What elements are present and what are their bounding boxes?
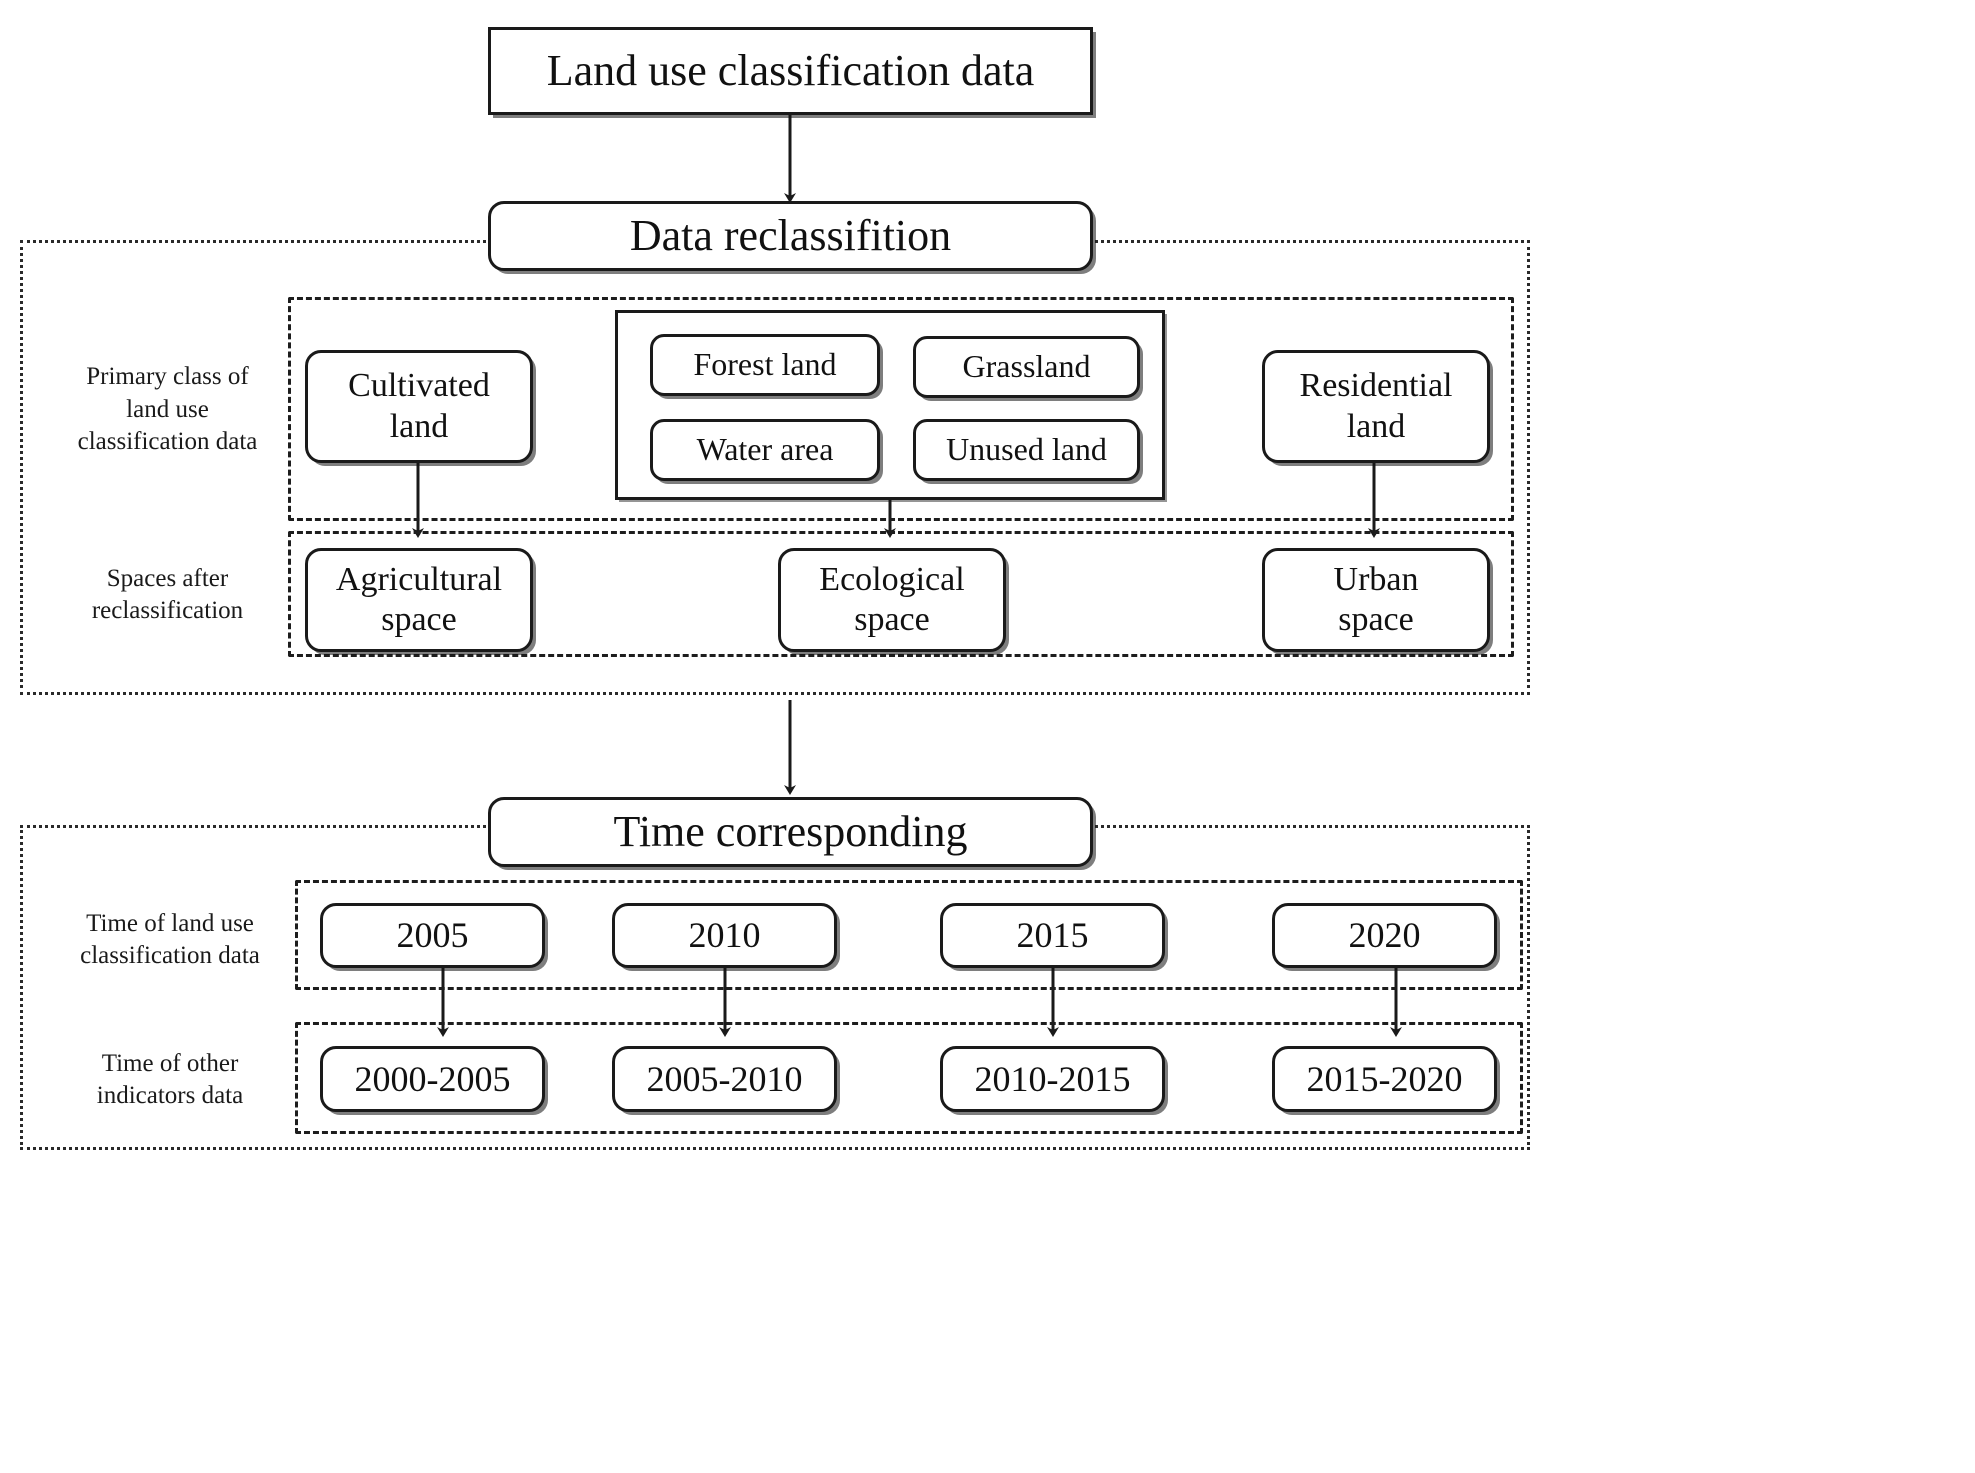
landuse-time-band xyxy=(295,880,1523,990)
node-label: Ecological space xyxy=(819,560,965,638)
caption-text: Primary class of land use classification… xyxy=(77,363,258,456)
node-urban-space[interactable]: Urban space xyxy=(1262,548,1490,652)
indicator-time-band xyxy=(295,1022,1523,1134)
node-land-use-classification-data[interactable]: Land use classification data xyxy=(488,27,1093,115)
node-label: Data reclassifition xyxy=(629,211,952,261)
node-unused-land[interactable]: Unused land xyxy=(913,419,1140,481)
node-label: Land use classification data xyxy=(546,46,1035,96)
node-label: 2010-2015 xyxy=(974,1058,1131,1099)
caption-text: Time of other indicators data xyxy=(96,1049,244,1110)
caption-text: Spaces after reclassification xyxy=(91,564,244,625)
node-label: 2000-2005 xyxy=(354,1058,511,1099)
node-agricultural-space[interactable]: Agricultural space xyxy=(305,548,533,652)
node-year-2015[interactable]: 2015 xyxy=(940,903,1165,968)
node-label: Residential land xyxy=(1299,367,1453,445)
spaces-band xyxy=(288,531,1514,657)
node-label: 2005 xyxy=(396,915,469,956)
node-forest-land[interactable]: Forest land xyxy=(650,334,880,396)
node-data-reclassifition[interactable]: Data reclassifition xyxy=(488,201,1093,271)
primary-class-band xyxy=(288,297,1514,521)
caption-spaces-after-reclassification: Spaces after reclassification xyxy=(45,545,290,645)
caption-text: Time of land use classification data xyxy=(80,909,260,970)
node-label: Time corresponding xyxy=(613,807,968,857)
node-range-2010-2015[interactable]: 2010-2015 xyxy=(940,1046,1165,1112)
node-label: Cultivated land xyxy=(348,367,490,445)
node-label: Grassland xyxy=(962,348,1091,385)
node-ecological-space[interactable]: Ecological space xyxy=(778,548,1006,652)
node-label: 2010 xyxy=(688,915,761,956)
node-label: 2015-2020 xyxy=(1306,1058,1463,1099)
node-time-corresponding[interactable]: Time corresponding xyxy=(488,797,1093,867)
node-label: Water area xyxy=(696,431,834,468)
node-label: Agricultural space xyxy=(335,560,503,638)
node-label: 2005-2010 xyxy=(646,1058,803,1099)
caption-primary-class: Primary class of land use classification… xyxy=(45,355,290,465)
node-label: 2020 xyxy=(1348,915,1421,956)
node-label: Urban space xyxy=(1333,560,1419,638)
node-label: 2015 xyxy=(1016,915,1089,956)
node-water-area[interactable]: Water area xyxy=(650,419,880,481)
node-year-2005[interactable]: 2005 xyxy=(320,903,545,968)
node-label: Unused land xyxy=(946,431,1107,468)
caption-indicator-time: Time of other indicators data xyxy=(45,1040,295,1120)
node-year-2010[interactable]: 2010 xyxy=(612,903,837,968)
node-label: Forest land xyxy=(693,346,837,383)
node-range-2005-2010[interactable]: 2005-2010 xyxy=(612,1046,837,1112)
node-cultivated-land[interactable]: Cultivated land xyxy=(305,350,533,463)
node-residential-land[interactable]: Residential land xyxy=(1262,350,1490,463)
node-grassland[interactable]: Grassland xyxy=(913,336,1140,398)
caption-landuse-time: Time of land use classification data xyxy=(45,900,295,980)
node-range-2000-2005[interactable]: 2000-2005 xyxy=(320,1046,545,1112)
node-range-2015-2020[interactable]: 2015-2020 xyxy=(1272,1046,1497,1112)
node-year-2020[interactable]: 2020 xyxy=(1272,903,1497,968)
